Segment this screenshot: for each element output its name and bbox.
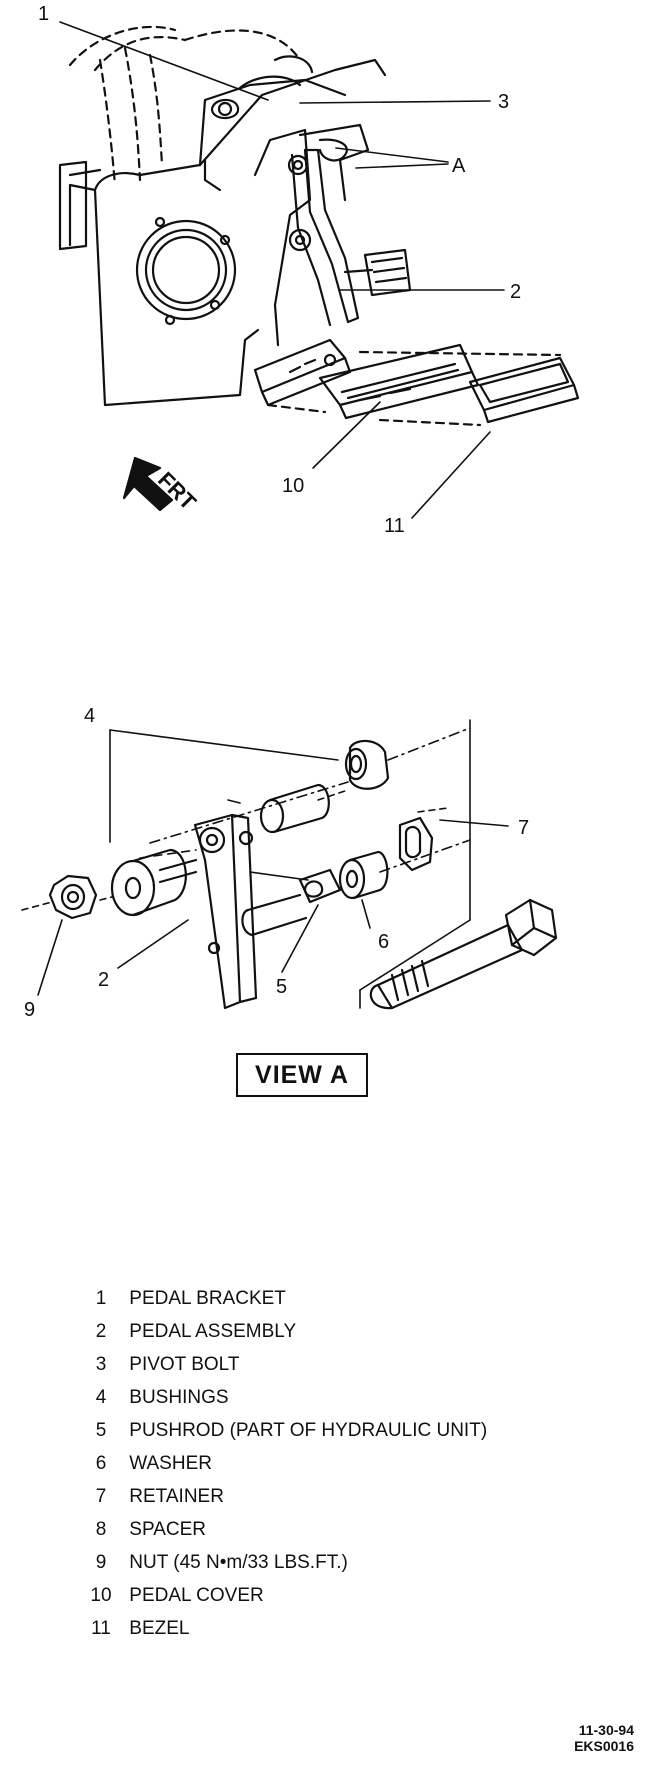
parts-legend: 1 PEDAL BRACKET 2 PEDAL ASSEMBLY 3 PIVOT…: [78, 1282, 487, 1645]
upper-assembly-drawing: [58, 21, 580, 519]
legend-item: 5 PUSHROD (PART OF HYDRAULIC UNIT): [95, 1420, 488, 1441]
legend-item: 11 BEZEL: [91, 1618, 190, 1639]
callout-1: 1: [38, 3, 49, 25]
figure-id: EKS0016: [574, 1738, 634, 1754]
legend-item: 2 PEDAL ASSEMBLY: [95, 1321, 297, 1342]
figure-code: 11-30-94 EKS0016: [574, 1722, 634, 1754]
callout-4: 4: [84, 705, 95, 727]
callout-2-view: 2: [98, 969, 109, 991]
callout-11: 11: [384, 515, 405, 537]
callout-5: 5: [276, 976, 287, 998]
figure-date: 11-30-94: [578, 1722, 634, 1738]
legend-item: 7 RETAINER: [95, 1486, 224, 1507]
legend-item: 3 PIVOT BOLT: [95, 1354, 240, 1375]
legend-item: 4 BUSHINGS: [95, 1387, 229, 1408]
callout-2-top: 2: [510, 281, 521, 303]
callout-7: 7: [518, 817, 529, 839]
view-a-label: VIEW A: [236, 1053, 368, 1097]
legend-item: 9 NUT (45 N•m/33 LBS.FT.): [95, 1552, 348, 1573]
legend-item: 1 PEDAL BRACKET: [95, 1288, 286, 1309]
callout-10: 10: [282, 475, 304, 497]
legend-item: 10 PEDAL COVER: [90, 1585, 264, 1606]
callout-9: 9: [24, 999, 35, 1021]
view-a-exploded-drawing: [21, 719, 558, 1010]
callout-6: 6: [378, 931, 389, 953]
callout-3: 3: [498, 91, 509, 113]
callout-a: A: [452, 155, 466, 177]
legend-item: 6 WASHER: [95, 1453, 212, 1474]
legend-item: 8 SPACER: [95, 1519, 207, 1540]
